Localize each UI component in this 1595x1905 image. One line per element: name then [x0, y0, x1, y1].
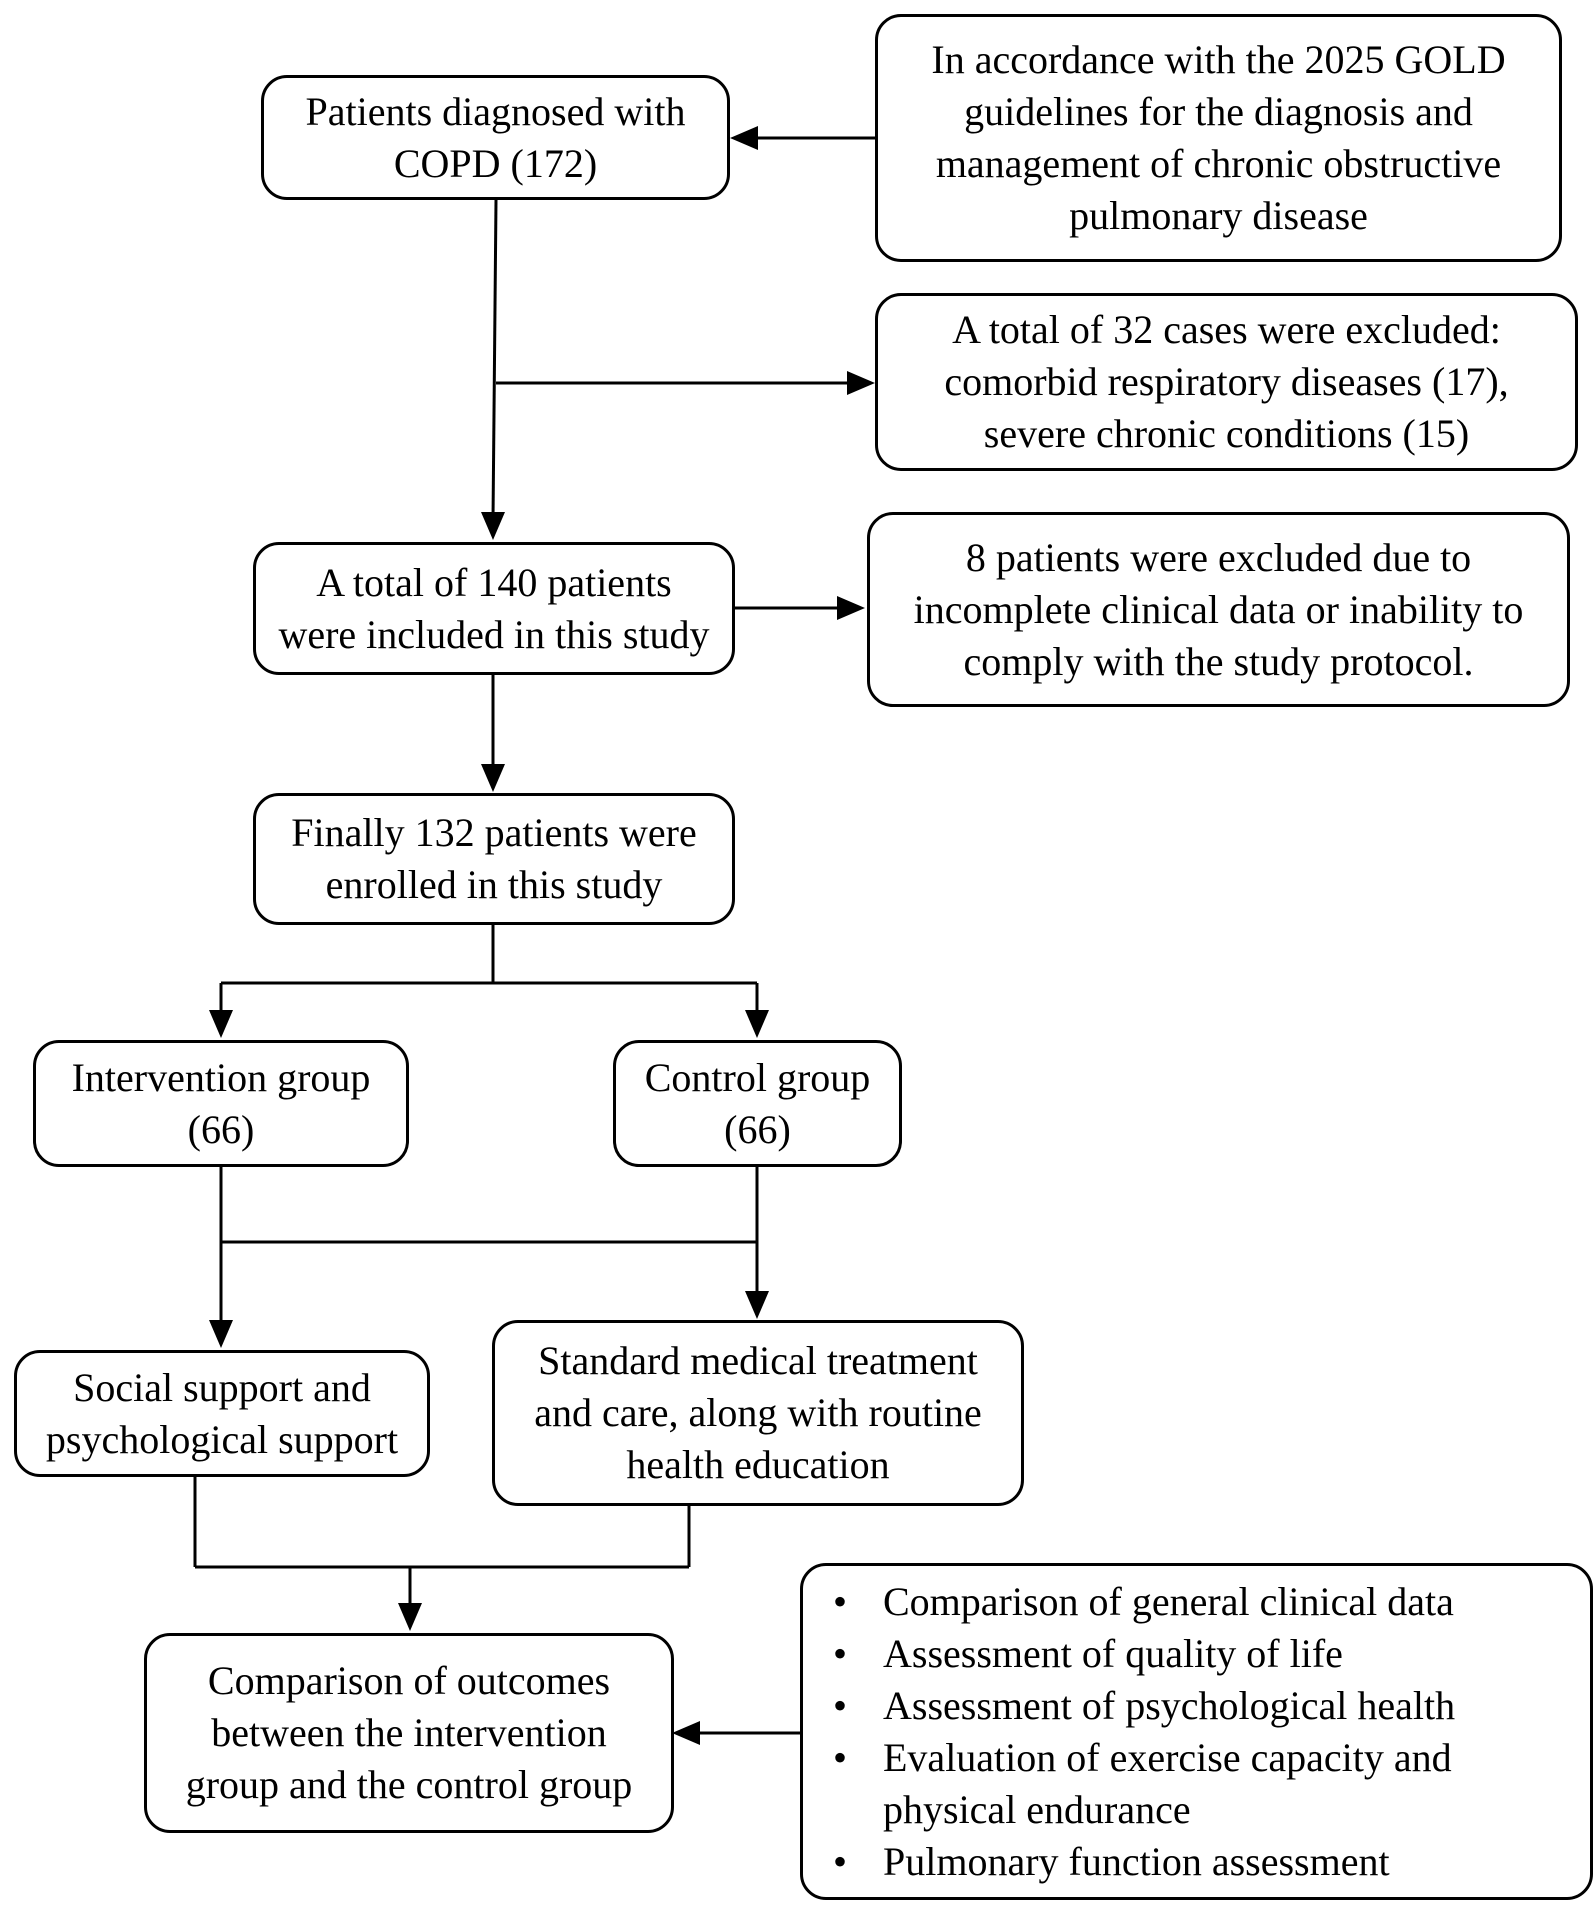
gold-line-3: management of chronic obstructive: [935, 141, 1502, 186]
copd-line-1: Patients diagnosed with: [305, 88, 686, 134]
comparison-line-2: between the intervention: [211, 1710, 607, 1755]
excluded8-line-1: 8 patients were excluded due to: [965, 534, 1472, 580]
arrowhead-to-standard: [745, 1291, 769, 1319]
outcome-item: • Comparison of general clinical data: [833, 1576, 1503, 1628]
excluded-32-box: A total of 32 cases were excluded: comor…: [875, 293, 1578, 471]
bullet-icon: •: [833, 1682, 848, 1728]
included-line-2: were included in this study: [278, 611, 710, 657]
standard-line-2: and care, along with routine: [534, 1390, 982, 1435]
excluded32-line-3: severe chronic conditions (15): [983, 411, 1470, 456]
excluded-8-box: 8 patients were excluded due to incomple…: [867, 512, 1570, 707]
excluded8-line-2: incomplete clinical data or inability to: [913, 586, 1524, 632]
outcome-item-label: Assessment of psychological health: [883, 1682, 1456, 1728]
enrolled-line-2: enrolled in this study: [325, 862, 663, 907]
standard-line-1: Standard medical treatment: [538, 1338, 978, 1383]
gold-line-1: In accordance with the 2025 GOLD: [931, 37, 1506, 82]
outcomes-list: • Comparison of general clinical data • …: [833, 1576, 1503, 1888]
control-line-2: (66): [724, 1106, 791, 1152]
standard-line-3: health education: [626, 1442, 890, 1487]
included-140-box: A total of 140 patients were included in…: [253, 542, 735, 675]
arrowhead-to-control: [745, 1010, 769, 1038]
bullet-icon: •: [833, 1578, 848, 1624]
arrow-copd-to-included: [491, 199, 498, 521]
control-group-box: Control group (66): [613, 1040, 902, 1167]
outcome-item-label: Pulmonary function assessment: [883, 1838, 1390, 1884]
bullet-icon: •: [833, 1630, 848, 1676]
arrowhead-to-enrolled: [481, 764, 505, 792]
bullet-icon: •: [833, 1734, 848, 1780]
included-line-1: A total of 140 patients: [316, 559, 672, 605]
gold-line-2: guidelines for the diagnosis and: [964, 89, 1473, 134]
excluded32-line-2: comorbid respiratory diseases (17),: [944, 359, 1509, 404]
comparison-line-3: group and the control group: [185, 1762, 633, 1807]
social-support-box: Social support and psychological support: [14, 1350, 430, 1477]
enrolled-132-box: Finally 132 patients were enrolled in th…: [253, 793, 735, 925]
outcome-item: • Pulmonary function assessment: [833, 1836, 1503, 1888]
outcome-item-label: Assessment of quality of life: [883, 1630, 1343, 1676]
arrowhead-copd-to-included: [481, 512, 505, 540]
arrowhead-to-excluded32: [847, 371, 875, 395]
copd-patients-box: Patients diagnosed with COPD (172): [261, 75, 730, 200]
intervention-line-2: (66): [187, 1106, 255, 1152]
arrowhead-outcomes-to-comparison: [672, 1721, 700, 1745]
outcome-item-label: Comparison of general clinical data: [883, 1578, 1454, 1624]
gold-line-4: pulmonary disease: [1069, 193, 1368, 238]
arrowhead-to-excluded8: [837, 596, 865, 620]
bullet-icon: •: [833, 1838, 848, 1884]
outcome-item-label: Evaluation of exercise capacity and phys…: [883, 1734, 1452, 1832]
comparison-outcomes-box: Comparison of outcomes between the inter…: [144, 1633, 674, 1833]
enrolled-line-1: Finally 132 patients were: [291, 810, 697, 855]
outcome-item: • Evaluation of exercise capacity and ph…: [833, 1732, 1503, 1836]
standard-treatment-box: Standard medical treatment and care, alo…: [492, 1320, 1024, 1506]
excluded8-line-3: comply with the study protocol.: [963, 638, 1474, 684]
comparison-line-1: Comparison of outcomes: [207, 1658, 611, 1703]
arrowhead-to-comparison: [398, 1603, 422, 1631]
social-line-2: psychological support: [45, 1416, 399, 1462]
outcome-item: • Assessment of quality of life: [833, 1628, 1503, 1680]
social-line-1: Social support and: [73, 1364, 371, 1410]
outcomes-list-box: • Comparison of general clinical data • …: [800, 1563, 1593, 1900]
intervention-line-1: Intervention group: [71, 1054, 371, 1100]
arrowhead-gold-to-copd: [730, 126, 758, 150]
control-line-1: Control group: [644, 1054, 871, 1100]
arrowhead-to-social: [209, 1320, 233, 1348]
arrowhead-to-intervention: [209, 1010, 233, 1038]
outcome-item: • Assessment of psychological health: [833, 1680, 1503, 1732]
gold-guidelines-box: In accordance with the 2025 GOLD guideli…: [875, 14, 1562, 262]
excluded32-line-1: A total of 32 cases were excluded:: [952, 307, 1501, 352]
copd-line-2: COPD (172): [393, 140, 598, 186]
intervention-group-box: Intervention group (66): [33, 1040, 409, 1167]
